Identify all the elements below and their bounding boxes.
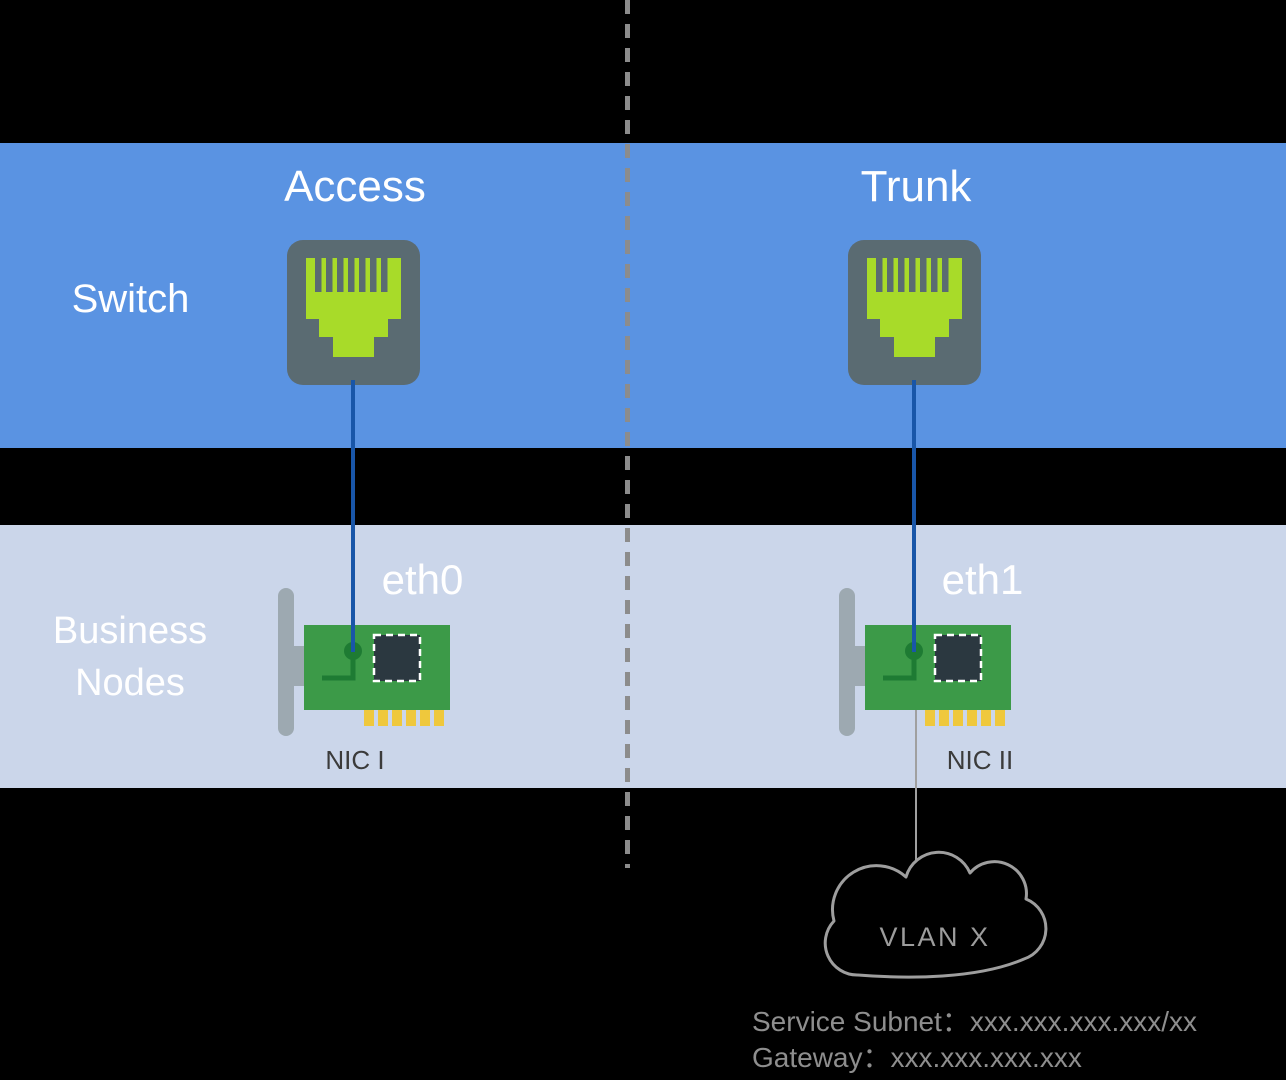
business-nodes-band: Business Nodes eth0 eth1 NIC I NIC II [0, 525, 1286, 788]
eth0-label: eth0 [381, 556, 464, 603]
nic1-name: NIC I [325, 745, 385, 775]
service-subnet-text: Service Subnet：xxx.xxx.xxx.xxx/xx [752, 1006, 1198, 1037]
switch-band: Switch Access Trunk [0, 143, 1286, 448]
business-nodes-label: Business Nodes [52, 610, 208, 704]
trunk-link-line [912, 380, 916, 652]
access-ethernet-port-icon [287, 240, 420, 385]
trunk-ethernet-port-icon [848, 240, 981, 385]
access-mode-label: Access [284, 162, 426, 211]
trunk-mode-label: Trunk [860, 162, 972, 211]
nic2-card-icon [829, 588, 1014, 738]
gateway-text: Gateway：xxx.xxx.xxx.xxx [752, 1042, 1082, 1073]
vlan-label: VLAN X [879, 922, 991, 952]
vlan-cloud-icon [823, 850, 1048, 979]
nic2-name: NIC II [946, 745, 1014, 775]
nic1-card-icon [268, 588, 453, 738]
eth1-label: eth1 [941, 556, 1024, 603]
switch-band-label: Switch [71, 277, 190, 321]
vlan-link-line [915, 710, 917, 862]
access-link-line [351, 380, 355, 652]
dashed-divider-line [625, 0, 630, 868]
